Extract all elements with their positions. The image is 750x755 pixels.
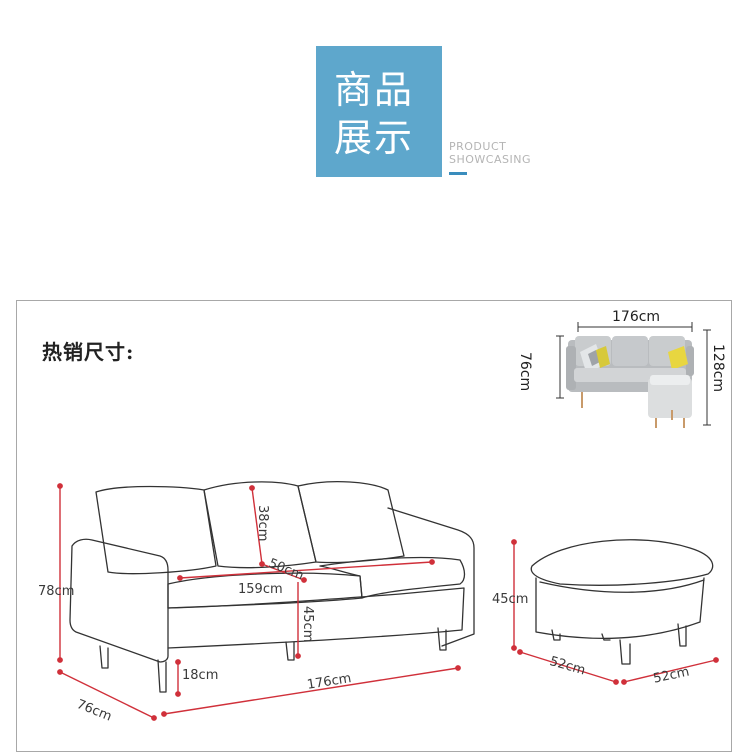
seat-height-label: 45cm <box>300 606 315 643</box>
back-height-label: 38cm <box>255 505 270 542</box>
header-subtitle: PRODUCT SHOWCASING <box>449 140 531 166</box>
header-accent-bar <box>449 172 467 175</box>
leg-height-label: 18cm <box>182 668 219 683</box>
photo-width-label: 176cm <box>612 309 661 325</box>
seat-width-label: 159cm <box>238 582 283 597</box>
section-title: 热销尺寸: <box>42 340 135 364</box>
ottoman-height-label: 45cm <box>492 592 529 607</box>
header-subtitle-line2: SHOWCASING <box>449 153 531 166</box>
header-title-box: 商品 展示 <box>316 46 442 177</box>
header-subtitle-line1: PRODUCT <box>449 140 507 153</box>
header-title-line2: 展示 <box>334 116 415 160</box>
dimension-panel <box>16 300 732 752</box>
total-height-label: 78cm <box>38 584 75 599</box>
header-title-line1: 商品 <box>334 68 415 112</box>
